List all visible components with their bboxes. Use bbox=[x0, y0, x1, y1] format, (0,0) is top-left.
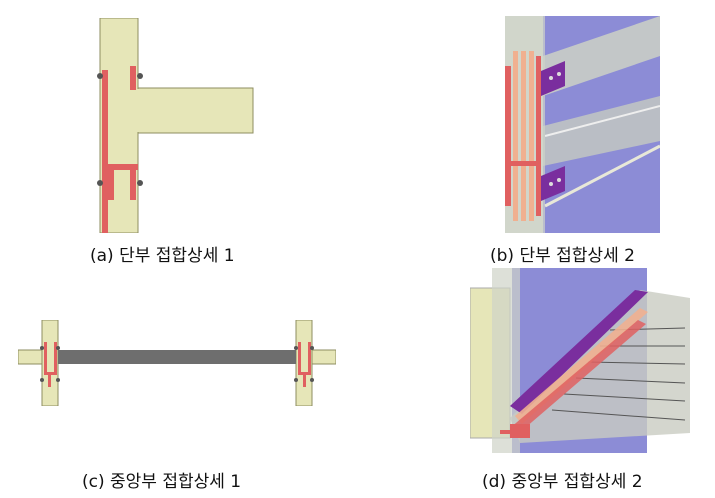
upper-purple-bracket bbox=[541, 61, 565, 96]
red-plate bbox=[505, 66, 511, 206]
beam bbox=[137, 87, 254, 134]
red-girder-flange bbox=[510, 320, 646, 434]
panel-d-center-joint-detail-2 bbox=[470, 268, 690, 453]
steel-plate-lower-web-right bbox=[130, 170, 136, 200]
left-stub bbox=[18, 349, 43, 365]
steel-plate-upper bbox=[130, 66, 136, 90]
salmon-strip bbox=[521, 51, 526, 221]
end-joint-3d-render bbox=[505, 16, 660, 233]
bolt bbox=[97, 180, 103, 186]
purple-girder bbox=[510, 290, 648, 414]
lower-purple-bracket bbox=[541, 166, 565, 201]
caption-b: (b) 단부 접합상세 2 bbox=[490, 246, 635, 266]
salmon-strip bbox=[513, 51, 518, 221]
grey-beam bbox=[58, 350, 296, 364]
bolt bbox=[97, 73, 103, 79]
slab-top bbox=[510, 290, 690, 443]
panel-c-center-joint-detail-1 bbox=[18, 320, 336, 406]
red-plate bbox=[536, 56, 541, 216]
caption-d: (d) 중앙부 접합상세 2 bbox=[482, 472, 643, 492]
steel-plate-vertical-left bbox=[102, 70, 108, 233]
right-stub bbox=[311, 349, 336, 365]
salmon-strip bbox=[529, 51, 534, 221]
beam-top-face bbox=[543, 16, 660, 96]
caption-a: (a) 단부 접합상세 1 bbox=[90, 246, 235, 266]
center-joint-2d-drawing bbox=[18, 320, 336, 406]
center-joint-3d-render bbox=[470, 268, 690, 453]
end-joint-2d-drawing bbox=[97, 18, 254, 233]
steel-plate-lower-web bbox=[108, 170, 114, 200]
bolt bbox=[137, 180, 143, 186]
panel-a-end-joint-detail-1 bbox=[90, 18, 270, 233]
panel-b-end-joint-detail-2 bbox=[505, 16, 660, 233]
caption-c: (c) 중앙부 접합상세 1 bbox=[82, 472, 242, 492]
salmon-girder-web bbox=[515, 308, 648, 424]
bolt bbox=[137, 73, 143, 79]
steel-plate-lower-flange bbox=[104, 164, 138, 170]
